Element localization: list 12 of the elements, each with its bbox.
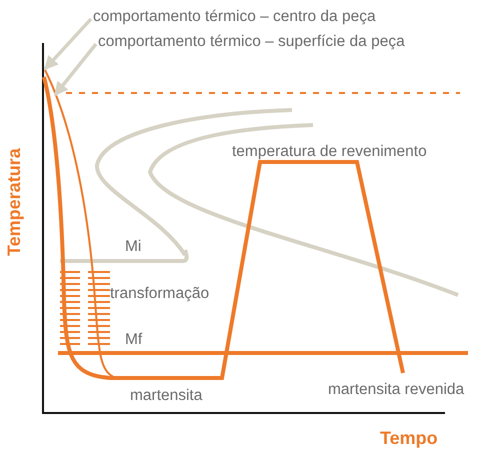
chart-label: temperatura de revenimento <box>232 142 427 162</box>
chart-label: martensita <box>130 386 202 406</box>
chart-label: Mf <box>125 330 142 350</box>
chart-label: Mi <box>125 237 142 257</box>
annotation-text: comportamento térmico – centro da peça <box>93 7 376 27</box>
leader-arrow <box>54 42 98 96</box>
chart-label: martensita revenida <box>328 380 464 400</box>
chart-label: transformação <box>110 284 210 304</box>
annotation-text: comportamento térmico – superfície da peça <box>98 32 405 52</box>
leader-arrow <box>44 18 92 70</box>
axis-title: Tempo <box>380 428 438 448</box>
axis-title: Temperatura <box>4 148 24 256</box>
